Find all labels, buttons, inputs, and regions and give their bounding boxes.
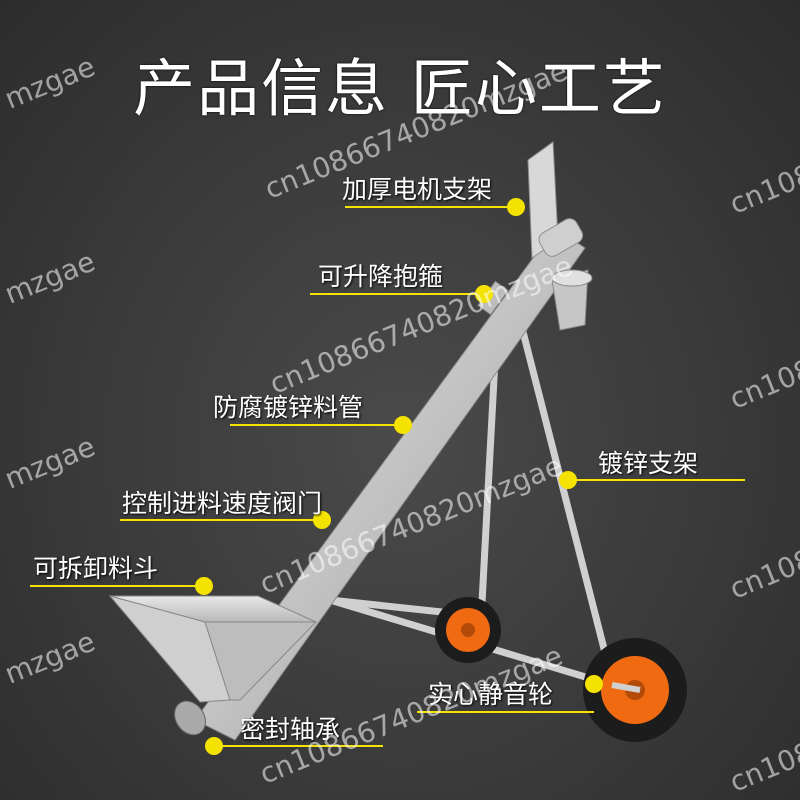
callout-lines <box>30 198 745 755</box>
page-title: 产品信息 匠心工艺 <box>133 52 667 125</box>
discharge-spout <box>551 269 593 331</box>
hopper <box>108 595 318 703</box>
label-wheel: 实心静音轮 <box>428 680 554 709</box>
label-valve: 控制进料速度阀门 <box>122 489 323 518</box>
label-lift-clamp: 可升降抱箍 <box>318 262 444 291</box>
label-seal-bearing: 密封轴承 <box>240 715 341 744</box>
motor-bracket <box>527 141 584 259</box>
wheel-rear <box>435 597 501 663</box>
label-hopper: 可拆卸料斗 <box>33 554 159 583</box>
label-galv-stand: 镀锌支架 <box>598 449 699 478</box>
seal-bearing <box>174 700 206 736</box>
label-pipe: 防腐镀锌料管 <box>213 393 364 422</box>
label-motor-bracket: 加厚电机支架 <box>342 175 493 204</box>
